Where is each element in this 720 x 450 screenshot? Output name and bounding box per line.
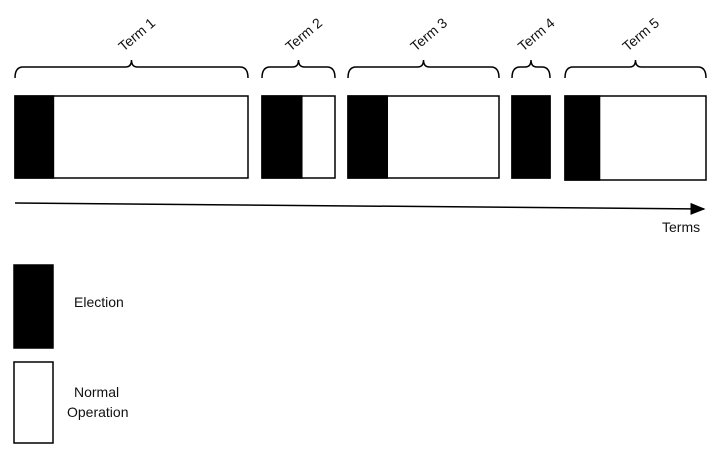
term-5-election-segment [564, 95, 601, 181]
legend-normal-swatch [13, 361, 54, 444]
term-5-label: Term 5 [619, 14, 662, 54]
term-2-label: Term 2 [282, 14, 325, 54]
axis-label: Terms [662, 219, 700, 235]
term-3-brace [347, 59, 500, 79]
timeline-arrow [14, 202, 706, 215]
term-4-election-segment [511, 95, 551, 179]
legend-election-label: Election [74, 294, 124, 310]
term-1-brace [14, 59, 249, 79]
term-2: Term 2 [261, 14, 336, 179]
legend: Election Normal Operation [13, 264, 128, 444]
terms-group: Term 1 Term 2 Term 3 Term 4 Term 5 [14, 14, 707, 181]
term-4: Term 4 [511, 14, 558, 179]
legend-election-swatch [13, 264, 54, 349]
term-5: Term 5 [564, 14, 707, 181]
term-3-label: Term 3 [407, 14, 450, 54]
term-2-brace [261, 59, 336, 79]
term-5-brace [564, 59, 707, 79]
term-2-election-segment [261, 95, 303, 179]
term-1: Term 1 [14, 14, 249, 179]
term-4-brace [511, 59, 551, 79]
term-3: Term 3 [347, 14, 500, 179]
term-1-label: Term 1 [115, 14, 158, 54]
legend-normal-label-line2: Operation [67, 404, 128, 420]
legend-normal-label-line1: Normal [74, 384, 119, 400]
term-1-election-segment [14, 95, 55, 179]
term-4-label: Term 4 [515, 14, 558, 54]
term-3-election-segment [347, 95, 389, 179]
